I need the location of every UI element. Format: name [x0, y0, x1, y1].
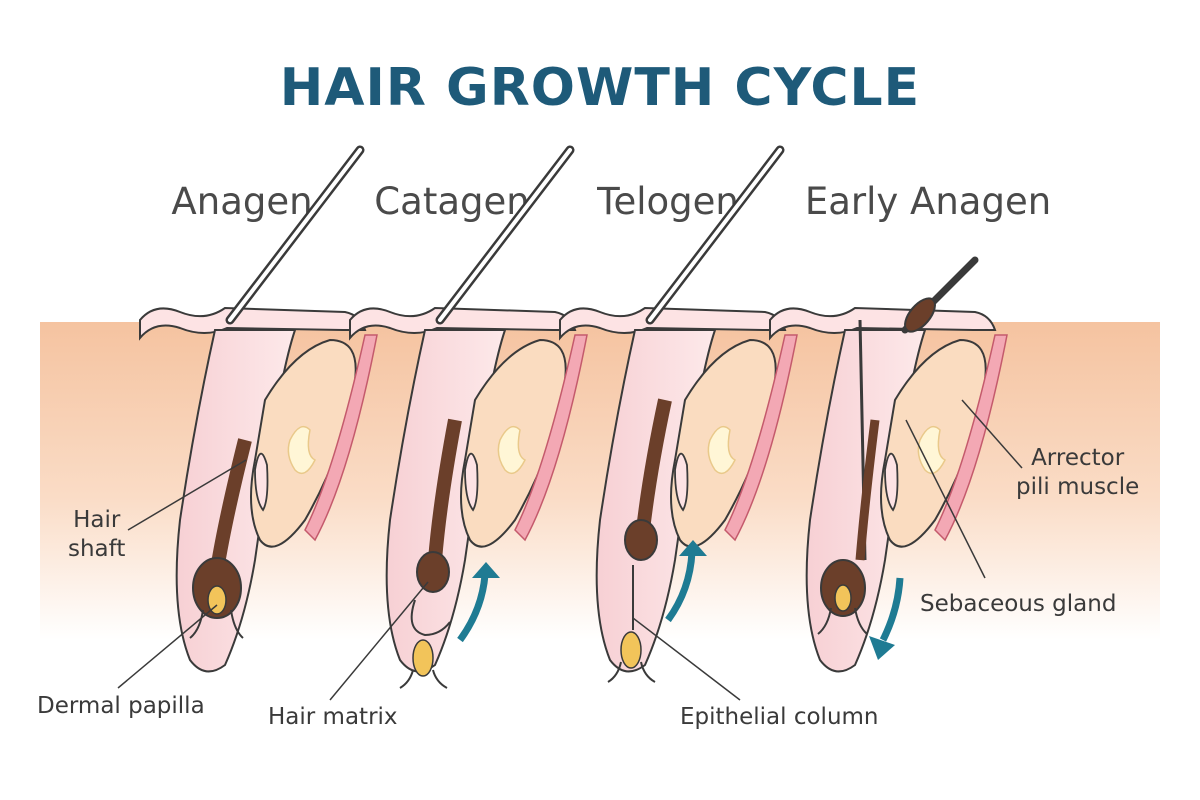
label-hair-shaft: Hair shaft	[68, 507, 126, 562]
arrow-head-telogen	[679, 540, 707, 556]
follicle-catagen	[349, 145, 588, 689]
leader-arrector-pili	[961, 399, 1023, 469]
leader-sebaceous-gland	[905, 419, 986, 579]
leader-hair-matrix	[329, 581, 429, 701]
leader-epithelial-column	[632, 617, 741, 701]
label-epithelial-column: Epithelial column	[680, 704, 879, 730]
arrow-up-telogen	[665, 551, 696, 623]
arrow-head-catagen	[472, 562, 500, 578]
arrow-head-early-anagen	[869, 636, 895, 660]
label-sebaceous-gland: Sebaceous gland	[920, 591, 1117, 617]
follicle-early-anagen	[769, 256, 1008, 673]
arrow-down-early-anagen	[879, 577, 904, 642]
leader-hair-shaft	[127, 459, 247, 531]
follicle-anagen	[139, 145, 378, 673]
stage-label-telogen: Telogen	[597, 180, 739, 223]
diagram-title: HAIR GROWTH CYCLE	[279, 58, 921, 118]
arrow-up-catagen	[457, 574, 489, 643]
label-dermal-papilla: Dermal papilla	[37, 693, 205, 719]
label-arrector-pili-muscle: Arrector pili muscle	[1016, 445, 1140, 500]
stage-label-early-anagen: Early Anagen	[804, 180, 1052, 223]
leader-dermal-papilla	[117, 604, 218, 689]
follicle-telogen	[559, 145, 798, 683]
label-hair-matrix: Hair matrix	[268, 704, 398, 730]
stage-label-anagen: Anagen	[171, 180, 313, 223]
stage-label-catagen: Catagen	[374, 180, 530, 223]
